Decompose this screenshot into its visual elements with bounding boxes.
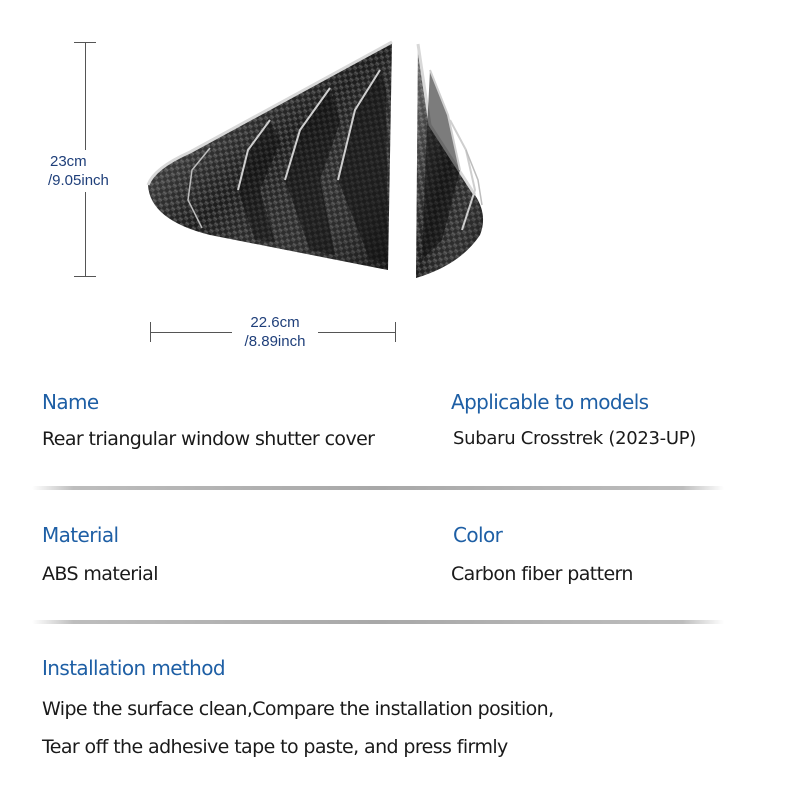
models-value: Subaru Crosstrek (2023-UP) (453, 428, 697, 449)
material-value: ABS material (42, 563, 159, 585)
material-label: Material (42, 523, 119, 547)
width-cm-text: 22.6cm (250, 314, 300, 331)
height-label: 23cm /9.05inch (40, 150, 132, 192)
divider-2 (32, 620, 724, 624)
product-image (146, 40, 484, 278)
installation-line-1: Wipe the surface clean,Compare the insta… (42, 698, 554, 720)
color-label: Color (453, 523, 503, 547)
left-louver-cover (146, 40, 393, 270)
width-label: 22.6cm /8.89inch (232, 313, 318, 351)
right-louver-cover (416, 43, 484, 278)
divider-1 (32, 486, 724, 490)
width-inch-text: /8.89inch (244, 333, 306, 350)
name-label: Name (42, 390, 99, 414)
name-value: Rear triangular window shutter cover (42, 428, 375, 450)
color-value: Carbon fiber pattern (451, 563, 633, 585)
width-tick-right (395, 322, 396, 342)
height-tick-bottom (74, 276, 96, 277)
installation-line-2: Tear off the adhesive tape to paste, and… (42, 736, 508, 758)
height-inch-text: /9.05inch (48, 172, 109, 189)
models-label: Applicable to models (451, 390, 649, 414)
height-cm-text: 23cm (50, 153, 87, 170)
installation-label: Installation method (42, 656, 226, 680)
